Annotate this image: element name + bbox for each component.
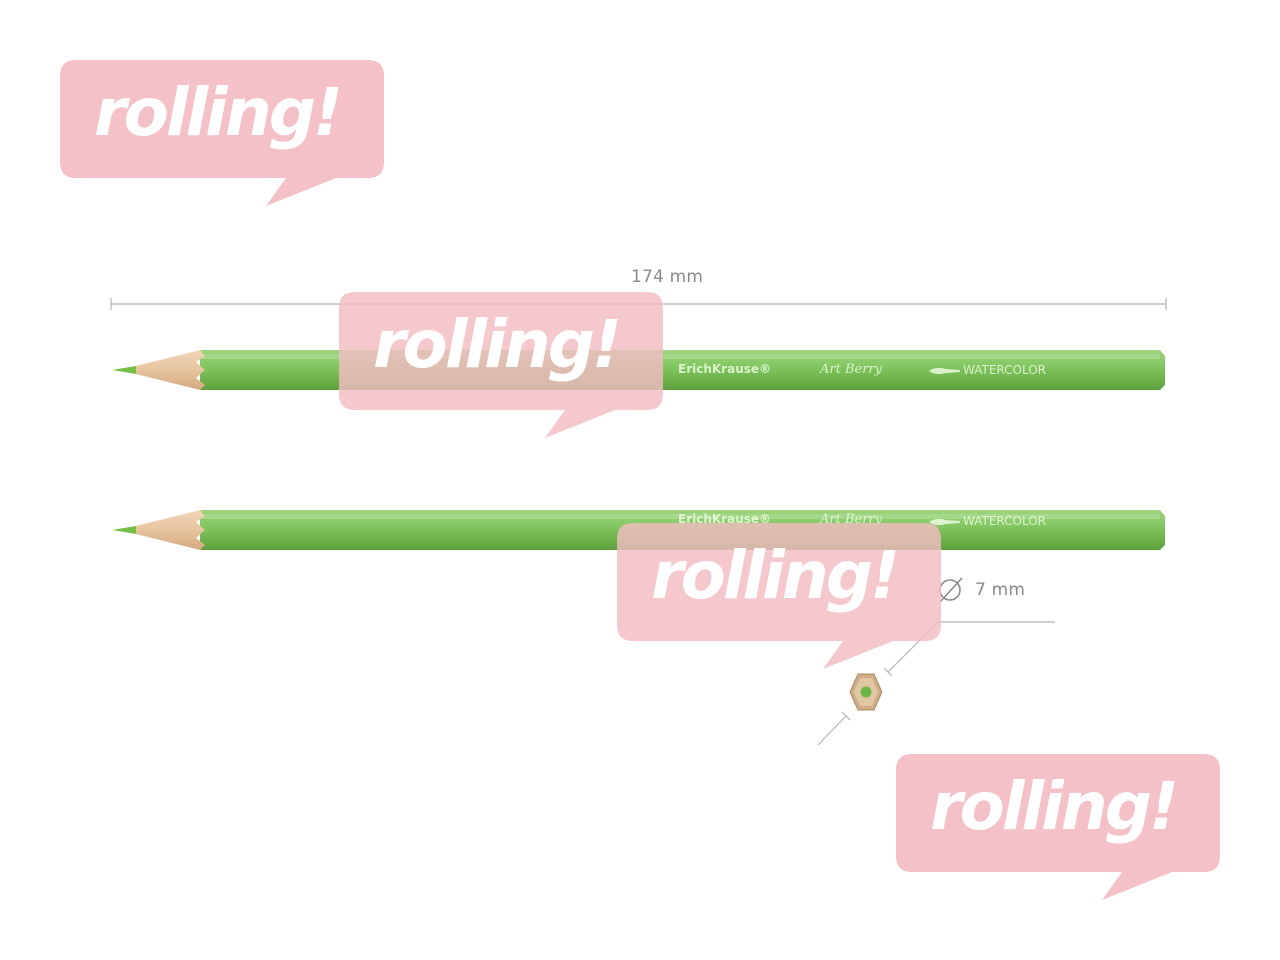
pencil-cross-section [849,673,883,711]
diameter-label: 7 mm [975,580,1026,600]
watermark-1-text: rolling! [94,74,343,151]
pencil-1-brush-icon [929,367,960,375]
watermark-4: rolling! [896,754,1220,900]
length-label: 174 mm [631,267,704,287]
pencil-2-line-print: WATERCOLOR [963,514,1047,528]
watermark-4-text: rolling! [930,768,1179,845]
watermark-3: rolling! [617,523,941,669]
pencil-2-brand-print: ErichKrause® [678,512,772,526]
diameter-symbol-icon [939,577,963,603]
pencil-1-series-print: Art Berry [820,362,882,377]
watermark-3-text: rolling! [651,537,900,614]
watermark-2-text: rolling! [373,306,622,383]
watermark-2: rolling! [339,292,663,438]
pencil-2-brush-icon [929,518,960,526]
pencil-1-brand-print: ErichKrause® [678,362,772,376]
pencil-1-line-print: WATERCOLOR [963,363,1047,377]
watermark-1: rolling! [60,60,384,206]
